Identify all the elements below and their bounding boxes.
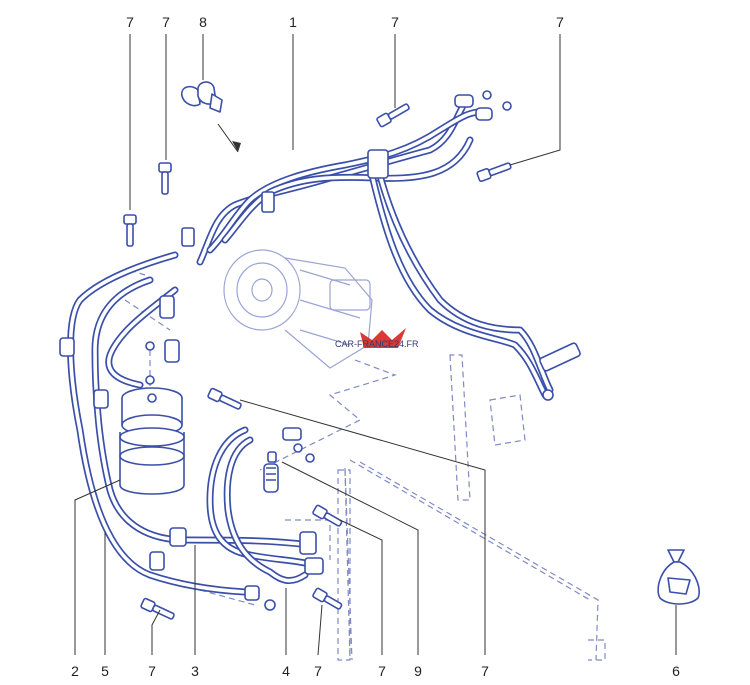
callout-bottom-8: 9: [414, 663, 422, 679]
compressor-ghost: [223, 249, 373, 369]
bolt-lower-mid: [312, 504, 343, 527]
bolt-lower-right: [312, 587, 343, 610]
bolt-middle: [207, 387, 242, 410]
callout-top-3: 8: [199, 14, 207, 30]
callout-top-2: 7: [162, 14, 170, 30]
receiver-drier-2: [119, 387, 185, 495]
callout-bottom-6: 7: [314, 663, 322, 679]
callout-top-6: 7: [556, 14, 564, 30]
callout-bottom-9: 7: [481, 663, 489, 679]
callout-bottom-2: 5: [101, 663, 109, 679]
hose-lower-4: [206, 426, 319, 585]
callout-top-1: 7: [126, 14, 134, 30]
callout-bottom-5: 4: [282, 663, 290, 679]
parts-bag-6: [657, 549, 700, 605]
hose-main-2: [67, 251, 314, 596]
bolt-top-left-1: [123, 214, 137, 247]
watermark-logo-icon: [360, 328, 406, 348]
fittings: [59, 90, 581, 611]
bolt-lower-left: [140, 597, 175, 620]
callout-bottom-3: 7: [148, 663, 156, 679]
clip-8: [181, 81, 241, 153]
bolts-7: [123, 103, 512, 620]
valve-9: [263, 451, 279, 493]
leader-lines: [74, 34, 677, 656]
bolt-top-right-1: [376, 103, 410, 128]
watermark: CAR-FRANCE24.FR: [335, 328, 419, 349]
callout-top-5: 7: [391, 14, 399, 30]
watermark-text: CAR-FRANCE24.FR: [335, 339, 419, 349]
bolt-top-left-2: [158, 162, 172, 195]
condenser-ghost: [124, 269, 606, 661]
callout-labels: 7 7 8 1 7 7 2 5 7 3 4 7 7 9 7 6: [71, 14, 680, 679]
callout-bottom-10: 6: [672, 663, 680, 679]
callout-top-4: 1: [289, 14, 297, 30]
callout-bottom-1: 2: [71, 663, 79, 679]
hose-main-1: [196, 104, 554, 399]
bolt-top-right-2: [476, 162, 512, 182]
callout-bottom-7: 7: [378, 663, 386, 679]
callout-bottom-4: 3: [191, 663, 199, 679]
